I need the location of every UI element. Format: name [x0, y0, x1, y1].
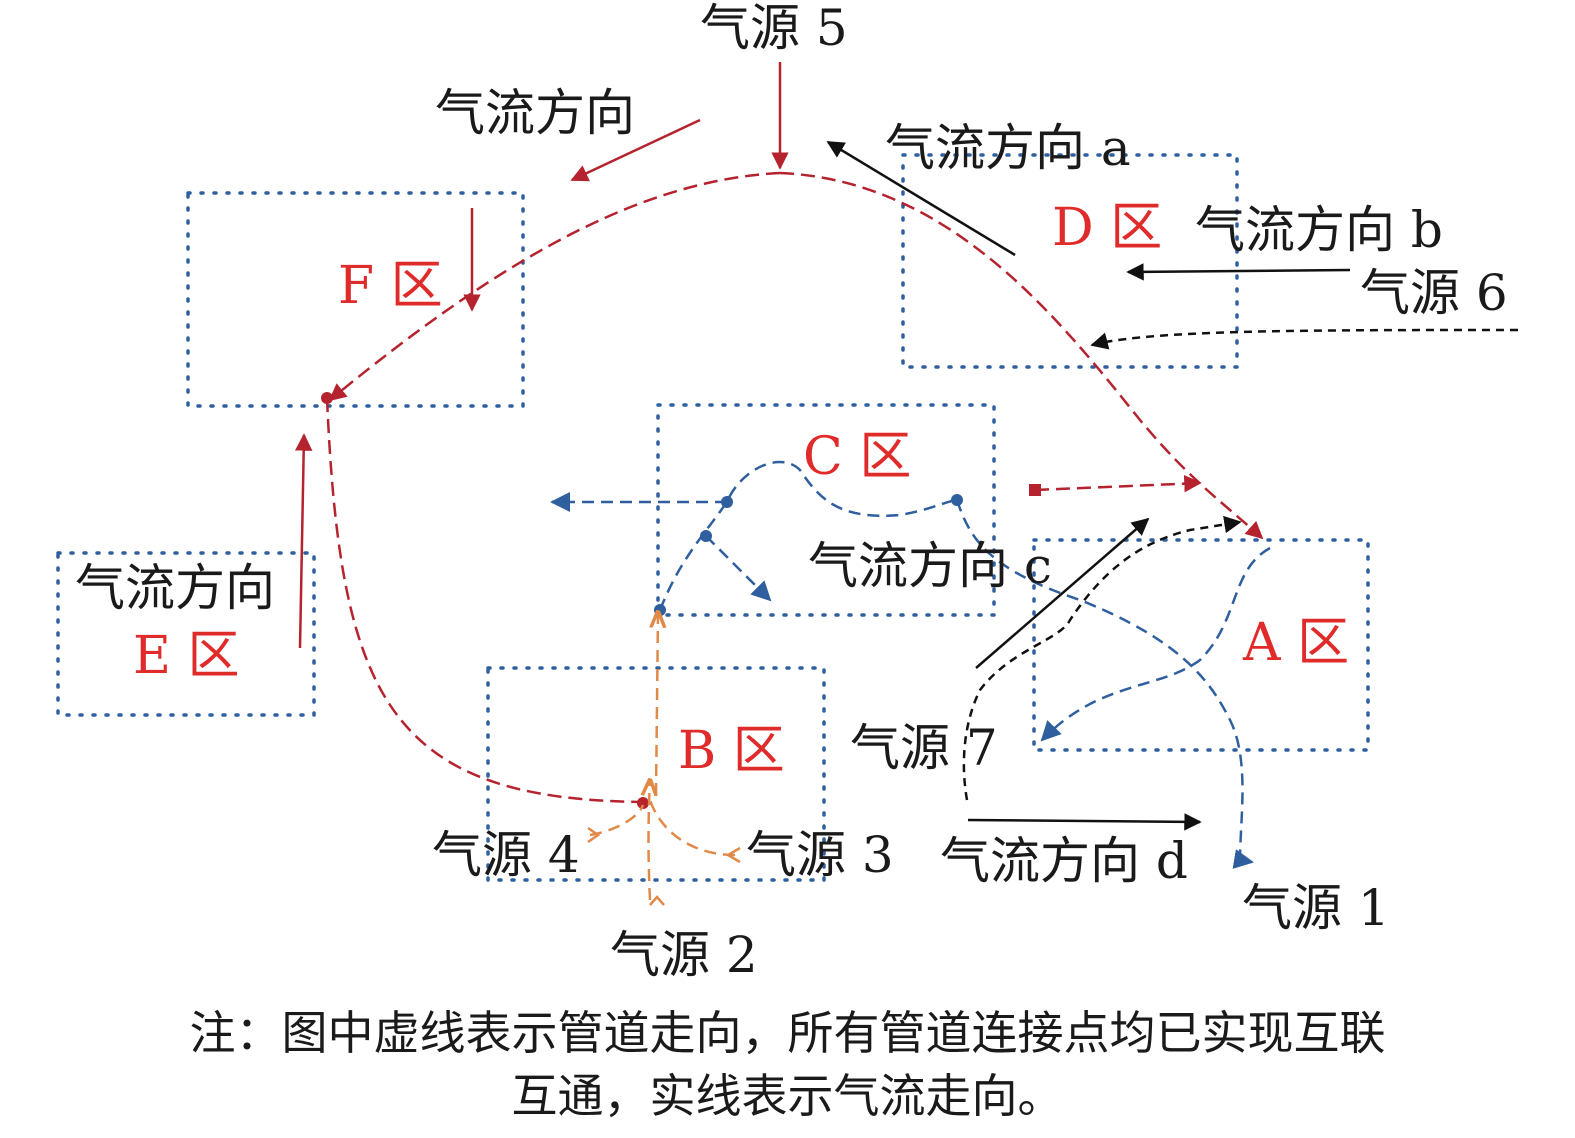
flow-label-a: 气流方向 a — [885, 119, 1131, 177]
pipe-blue-a-loop — [1040, 546, 1271, 742]
zone-e-label: E 区 — [133, 626, 240, 686]
blue-pipelines — [550, 460, 1271, 869]
zone-f-label: F 区 — [338, 256, 443, 316]
flow-label-e: 气流方向 — [75, 559, 275, 617]
zone-c-label: C 区 — [803, 427, 911, 487]
pipe-red-to-a — [1034, 474, 1202, 493]
source-labels: 气源 5 气源 6 气源 7 气源 4 气源 3 气源 2 气源 1 — [432, 0, 1508, 984]
pipe-source5-to-a — [779, 171, 1264, 540]
source-3-label: 气源 3 — [746, 826, 894, 884]
pipe-blue-branch-down — [705, 535, 772, 602]
source-7-label: 气源 7 — [850, 719, 998, 777]
black-flow-arrows — [826, 140, 1351, 831]
pipe-blue-c-to-source1 — [955, 499, 1254, 869]
note-line-1: 注：图中虚线表示管道走向，所有管道连接点均已实现互联 — [189, 1006, 1386, 1060]
source-2-label: 气源 2 — [610, 926, 758, 984]
flow-arrow-c — [975, 517, 1150, 669]
pipe-f-to-b — [325, 397, 646, 804]
pipe-orange-source2 — [649, 780, 651, 901]
flow-labels: 气流方向 气流方向 a 气流方向 b 气流方向 c 气流方向 d 气流方向 — [75, 84, 1443, 890]
junction-dot-icon — [700, 530, 712, 542]
orange-pipelines — [589, 612, 736, 901]
pipe-black-source6 — [1090, 328, 1519, 350]
junction-dot-icon — [321, 392, 333, 404]
flow-label-top-left: 气流方向 — [435, 84, 635, 142]
zone-f-box — [186, 191, 525, 408]
red-flow-arrows — [294, 62, 789, 649]
pipe-orange-source3 — [648, 799, 736, 857]
zone-boxes — [56, 153, 1370, 882]
source-6-label: 气源 6 — [1360, 264, 1508, 322]
zone-labels: F 区 D 区 C 区 A 区 B 区 E 区 — [133, 198, 1349, 781]
source-5-label: 气源 5 — [700, 0, 848, 57]
pipe-source5-to-f — [328, 171, 781, 402]
orange-arrowhead-icon — [725, 846, 741, 864]
orange-arrowhead-icon — [587, 826, 601, 844]
red-pipelines — [325, 171, 1264, 804]
pipe-blue-c-curve — [658, 460, 958, 611]
pipe-orange-up-to-c — [656, 612, 658, 796]
zone-a-label: A 区 — [1242, 613, 1349, 673]
pipe-orange-source4 — [589, 804, 645, 837]
red-square-icon — [1029, 484, 1041, 496]
junction-dot-icon — [654, 604, 666, 616]
flow-arrow-a — [826, 140, 1016, 257]
zone-e-box — [56, 551, 316, 717]
junction-dot-icon — [721, 496, 733, 508]
flow-label-c: 气流方向 c — [808, 537, 1052, 595]
zone-b-label: B 区 — [678, 721, 785, 781]
flow-arrow-b — [1126, 263, 1351, 281]
source-4-label: 气源 4 — [432, 826, 580, 884]
junction-dot-icon — [951, 494, 963, 506]
flow-arrow-d — [967, 813, 1202, 831]
flow-label-b: 气流方向 b — [1195, 201, 1443, 259]
junction-dot-icon — [637, 797, 649, 809]
zone-c-box — [656, 403, 996, 617]
source-1-label: 气源 1 — [1242, 879, 1390, 937]
flow-arrow-top-left — [570, 118, 701, 182]
orange-arrowhead-icon — [649, 895, 665, 906]
flow-arrow-e-up — [294, 433, 313, 649]
zone-d-label: D 区 — [1052, 198, 1162, 258]
black-pipelines — [962, 328, 1519, 801]
zone-b-box — [486, 666, 826, 882]
note-line-2: 互通，实线表示气流走向。 — [511, 1069, 1064, 1123]
flow-label-d: 气流方向 d — [940, 832, 1188, 890]
